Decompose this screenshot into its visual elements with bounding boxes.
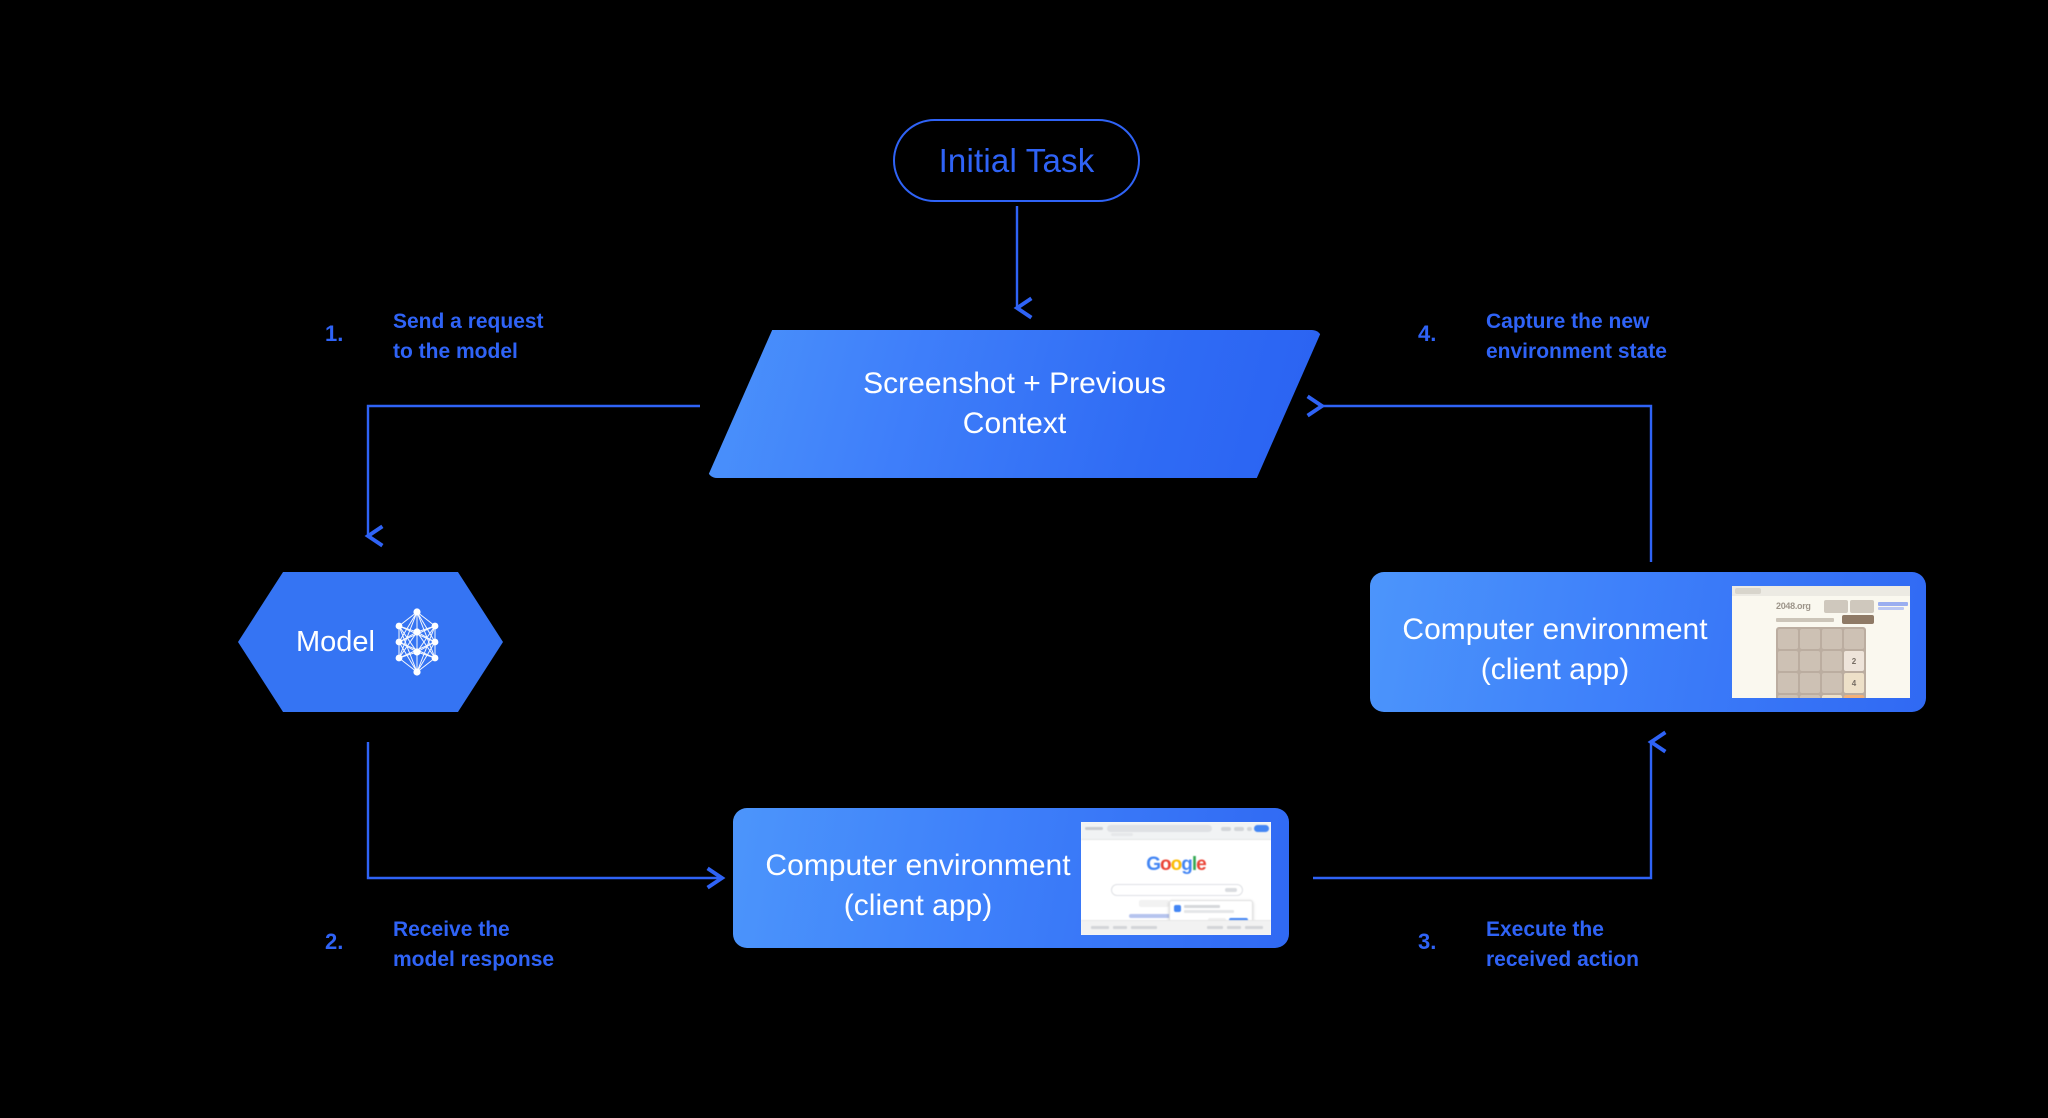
step-4-number: 4. bbox=[1418, 321, 1437, 346]
board-cell bbox=[1778, 673, 1798, 693]
board-cell bbox=[1800, 651, 1820, 671]
step-2-number: 2. bbox=[325, 929, 344, 954]
board-cell bbox=[1822, 673, 1842, 693]
browser-tab bbox=[1735, 588, 1761, 594]
dialog-body bbox=[1184, 910, 1234, 913]
arrow-context-to-model bbox=[364, 404, 700, 548]
step-2-text: Receive the model response bbox=[393, 918, 555, 971]
env-bottom-label-line2: (client app) bbox=[843, 888, 993, 922]
neural-network-icon bbox=[395, 608, 439, 676]
initial-task-label: Initial Task bbox=[938, 141, 1095, 179]
node-screenshot-context: Screenshot + Previous Context bbox=[707, 330, 1322, 478]
env-right-label: Computer environment (client app) bbox=[1390, 610, 1720, 690]
sign-in-button bbox=[1254, 825, 1269, 832]
board-cell bbox=[1800, 695, 1820, 698]
dialog-icon bbox=[1174, 905, 1181, 912]
step-1-text: Send a request to the model bbox=[393, 310, 544, 363]
hexagon-shape bbox=[238, 572, 503, 712]
board-cell bbox=[1778, 629, 1798, 649]
board-cell: 4 bbox=[1822, 695, 1842, 698]
step-4-text: Capture the new environment state bbox=[1486, 310, 1667, 363]
arrow-model-to-bottom-env bbox=[366, 742, 726, 890]
search-button bbox=[1139, 900, 1169, 907]
model-label: Model bbox=[296, 625, 375, 658]
board-row: 2 bbox=[1778, 651, 1864, 671]
context-label: Screenshot + Previous Context bbox=[707, 330, 1322, 478]
env-right-label-line2: (client app) bbox=[1480, 652, 1630, 686]
footer-link bbox=[1131, 926, 1157, 929]
game-subtitle bbox=[1776, 618, 1834, 622]
node-model: Model bbox=[238, 572, 503, 712]
game-board: 2 4 4 8 bbox=[1776, 627, 1866, 698]
footer-link bbox=[1091, 926, 1109, 929]
board-cell bbox=[1778, 651, 1798, 671]
board-cell: 2 bbox=[1844, 651, 1864, 671]
header-links-secondary bbox=[1878, 607, 1904, 610]
mic-icon bbox=[1225, 888, 1237, 892]
dialog-title bbox=[1184, 905, 1220, 908]
env-bottom-label: Computer environment (client app) bbox=[753, 846, 1083, 926]
arrow-bottom-env-to-right-env bbox=[1313, 730, 1667, 880]
node-env-right: Computer environment (client app) 2048.o… bbox=[1370, 572, 1926, 712]
step-3-number: 3. bbox=[1418, 929, 1437, 954]
board-cell bbox=[1844, 629, 1864, 649]
step-3-text: Execute the received action bbox=[1486, 918, 1639, 971]
header-links bbox=[1878, 602, 1908, 606]
footer-link bbox=[1207, 926, 1223, 929]
browser-toolbar bbox=[1732, 586, 1910, 596]
board-row bbox=[1778, 629, 1864, 649]
step-1-number: 1. bbox=[325, 321, 344, 346]
board-cell: 4 bbox=[1844, 673, 1864, 693]
footer-link bbox=[1227, 926, 1241, 929]
toolbar-item bbox=[1234, 827, 1244, 831]
env-right-label-line1: Computer environment bbox=[1402, 613, 1708, 646]
env-bottom-label-line1: Computer environment bbox=[765, 849, 1071, 882]
new-game-button bbox=[1842, 615, 1874, 624]
parallelogram-shape bbox=[707, 330, 1322, 478]
board-row: 4 8 bbox=[1778, 695, 1864, 698]
search-box bbox=[1111, 884, 1243, 896]
browser-nav-icons bbox=[1085, 827, 1103, 830]
browser-bookmark bbox=[1111, 833, 1133, 836]
board-cell bbox=[1778, 695, 1798, 698]
board-cell bbox=[1800, 673, 1820, 693]
footer-link bbox=[1113, 926, 1127, 929]
thumbnail-2048-game: 2048.org bbox=[1732, 586, 1910, 698]
game-logo: 2048.org bbox=[1776, 601, 1811, 611]
arrow-right-env-to-context bbox=[1306, 394, 1653, 562]
board-row: 4 bbox=[1778, 673, 1864, 693]
toolbar-item bbox=[1221, 827, 1231, 831]
footer-link bbox=[1245, 926, 1263, 929]
context-label-line2: Context bbox=[962, 407, 1067, 440]
context-label-line1: Screenshot + Previous bbox=[863, 367, 1166, 401]
best-score-box bbox=[1850, 600, 1874, 613]
board-cell bbox=[1822, 629, 1842, 649]
board-cell bbox=[1800, 629, 1820, 649]
browser-url-bar bbox=[1107, 825, 1212, 832]
board-cell bbox=[1822, 651, 1842, 671]
board-cell: 8 bbox=[1844, 695, 1864, 698]
node-initial-task: Initial Task bbox=[893, 119, 1140, 202]
page-footer bbox=[1081, 920, 1271, 935]
toolbar-item bbox=[1247, 827, 1252, 831]
score-box bbox=[1824, 600, 1848, 613]
